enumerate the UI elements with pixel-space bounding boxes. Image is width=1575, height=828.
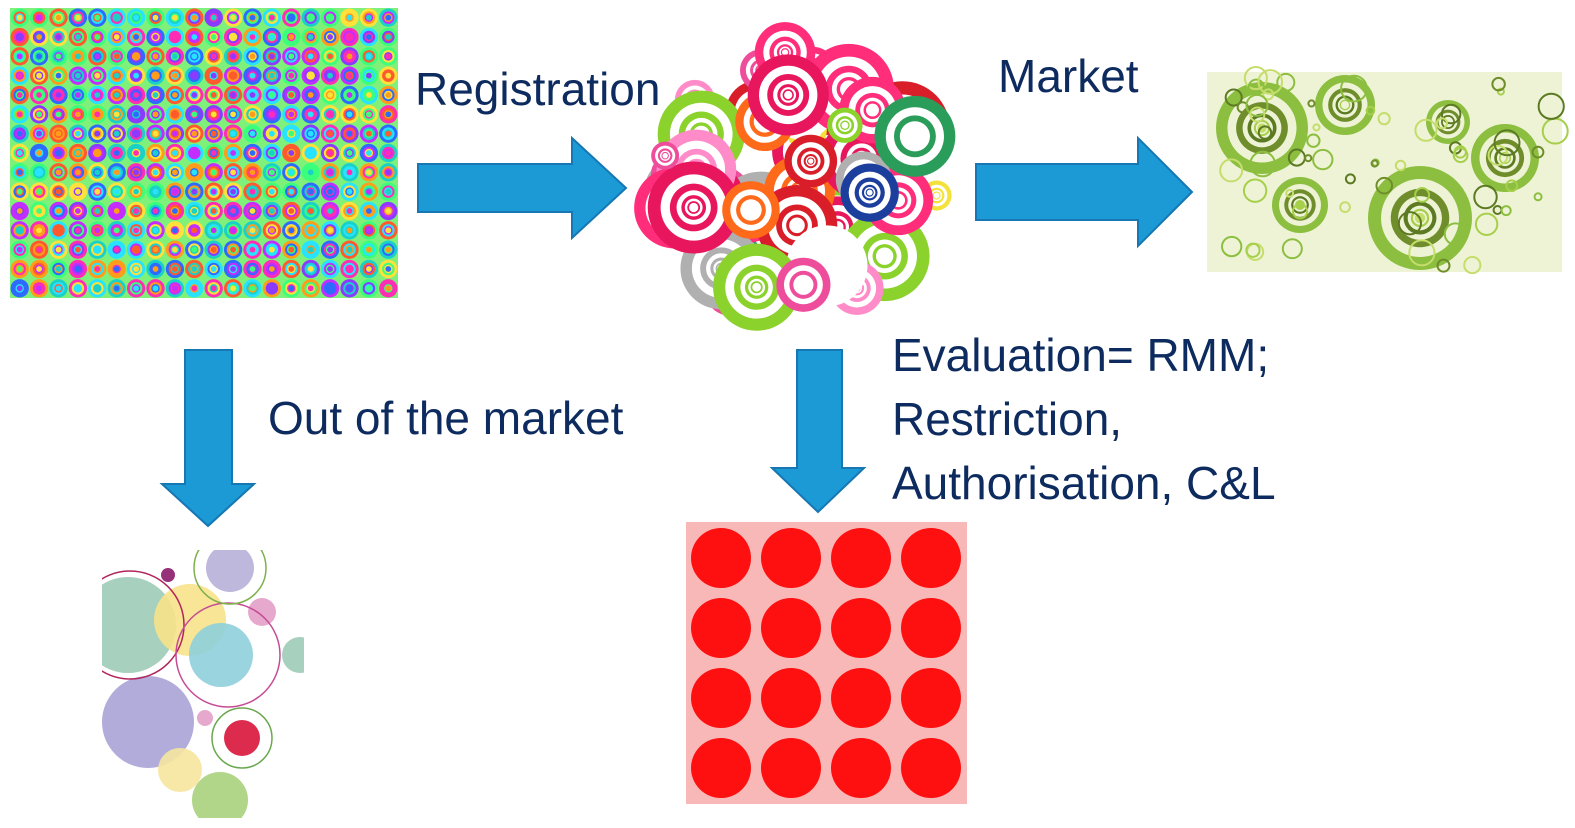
out-of-market-label: Out of the market: [268, 392, 624, 444]
registered-substances-cluster-image: [634, 22, 956, 331]
out-of-market-arrow: [159, 349, 257, 528]
evaluation-line-3: Authorisation, C&L: [892, 457, 1276, 509]
flow-arrows: [159, 135, 1194, 528]
evaluation-arrow: [769, 349, 867, 514]
registration-arrow: [417, 135, 628, 241]
evaluation-label: Evaluation= RMM; Restriction, Authorisat…: [892, 323, 1276, 515]
restricted-substances-image: [686, 522, 967, 804]
market-arrow: [975, 135, 1194, 249]
evaluation-line-1: Evaluation= RMM;: [892, 329, 1270, 381]
registration-label: Registration: [415, 63, 661, 115]
out-of-market-image: [102, 550, 304, 818]
evaluation-line-2: Restriction,: [892, 393, 1123, 445]
market-label: Market: [998, 50, 1139, 102]
market-substances-image: [1207, 66, 1569, 275]
all-substances-grid-image: [10, 8, 398, 298]
